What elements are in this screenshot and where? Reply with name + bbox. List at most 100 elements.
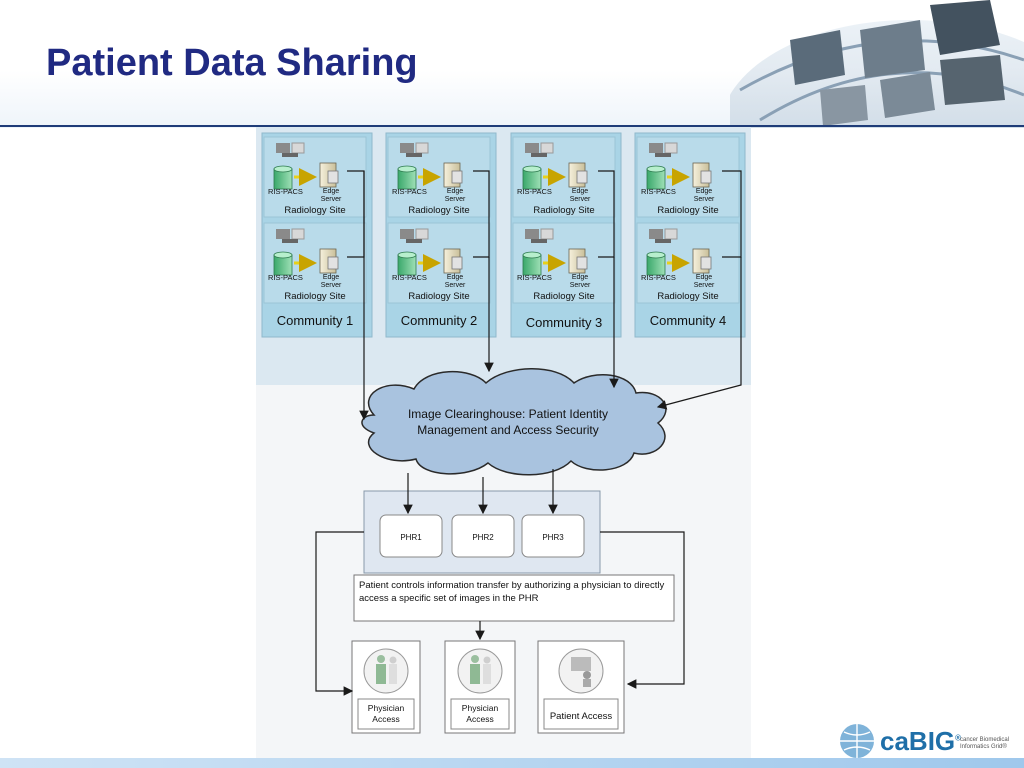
edge-server-label: Edge <box>696 274 712 281</box>
ris-pacs-label: RIS-PACS <box>268 273 303 282</box>
edge-server-label: Edge <box>696 188 712 195</box>
workstation-icon <box>649 142 678 157</box>
ris-pacs-label: RIS-PACS <box>392 273 427 282</box>
edge-server-label: Server <box>694 196 715 203</box>
physician-icon <box>363 648 409 694</box>
server-icon <box>443 248 463 274</box>
clearinghouse-line2: Management and Access Security <box>417 423 598 437</box>
ris-pacs-label: RIS-PACS <box>641 187 676 196</box>
radiology-site-label: Radiology Site <box>408 205 469 216</box>
edge-server-label: Server <box>694 282 715 289</box>
workstation-icon <box>276 228 305 243</box>
note-line1: Patient controls information transfer by… <box>359 580 664 591</box>
database-icon <box>397 165 417 190</box>
server-icon <box>692 162 712 188</box>
authorization-note <box>353 574 675 622</box>
server-icon <box>319 248 339 274</box>
access-label: Physician <box>462 703 499 713</box>
access-label: Access <box>372 714 399 724</box>
edge-server-label: Server <box>321 196 342 203</box>
clearinghouse-line1: Image Clearinghouse: Patient Identity <box>408 407 608 421</box>
database-icon <box>522 165 542 190</box>
workstation-icon <box>525 142 554 157</box>
note-line2: access a specific set of images in the P… <box>359 593 539 604</box>
community-label: Community 2 <box>401 313 478 328</box>
radiology-site-label: Radiology Site <box>408 291 469 302</box>
workstation-icon <box>525 228 554 243</box>
access-label: Physician <box>368 703 405 713</box>
patient-access-box: Patient Access <box>537 640 625 734</box>
server-icon <box>692 248 712 274</box>
database-icon <box>646 165 666 190</box>
edge-server-label: Server <box>321 282 342 289</box>
page-title: Patient Data Sharing <box>46 42 418 84</box>
patient-workstation-icon <box>558 648 604 694</box>
edge-server-label: Edge <box>323 188 339 195</box>
radiology-site-label: Radiology Site <box>533 291 594 302</box>
access-label: Patient Access <box>550 711 613 722</box>
logo-brand: caBIG® <box>880 726 962 756</box>
radiology-site-label: Radiology Site <box>533 205 594 216</box>
database-icon <box>646 251 666 276</box>
database-icon <box>397 251 417 276</box>
community-label: Community 1 <box>277 313 354 328</box>
edge-server-label: Server <box>570 196 591 203</box>
clearinghouse-cloud: Image Clearinghouse: Patient Identity Ma… <box>361 368 667 476</box>
access-arrows <box>315 531 685 696</box>
edge-server-label: Edge <box>323 274 339 281</box>
edge-server-label: Server <box>445 282 466 289</box>
server-icon <box>443 162 463 188</box>
globe-banner-icon <box>730 0 1024 128</box>
edge-server-label: Edge <box>447 188 463 195</box>
server-icon <box>568 162 588 188</box>
edge-server-label: Edge <box>572 274 588 281</box>
database-icon <box>522 251 542 276</box>
radiology-site-label: Radiology Site <box>284 291 345 302</box>
ris-pacs-label: RIS-PACS <box>517 187 552 196</box>
community-connectors <box>347 170 742 421</box>
database-icon <box>273 165 293 190</box>
database-icon <box>273 251 293 276</box>
access-label-box <box>450 698 510 730</box>
ris-pacs-label: RIS-PACS <box>268 187 303 196</box>
phr-box <box>379 514 443 558</box>
radiology-site-label: Radiology Site <box>284 205 345 216</box>
edge-server-label: Server <box>570 282 591 289</box>
workstation-icon <box>649 228 678 243</box>
access-label-box <box>357 698 415 730</box>
footer-bar <box>0 758 1024 768</box>
radiology-site-label: Radiology Site <box>657 291 718 302</box>
workstation-icon <box>400 142 429 157</box>
edge-server-label: Server <box>445 196 466 203</box>
server-icon <box>568 248 588 274</box>
workstation-icon <box>400 228 429 243</box>
access-label: Access <box>466 714 493 724</box>
cloud-to-phr-arrows <box>403 469 558 515</box>
ris-pacs-label: RIS-PACS <box>517 273 552 282</box>
radiology-site-label: Radiology Site <box>657 205 718 216</box>
ris-pacs-label: RIS-PACS <box>392 187 427 196</box>
workstation-icon <box>276 142 305 157</box>
phr-box <box>451 514 515 558</box>
header-divider <box>0 125 1024 127</box>
access-label-box <box>543 698 619 730</box>
